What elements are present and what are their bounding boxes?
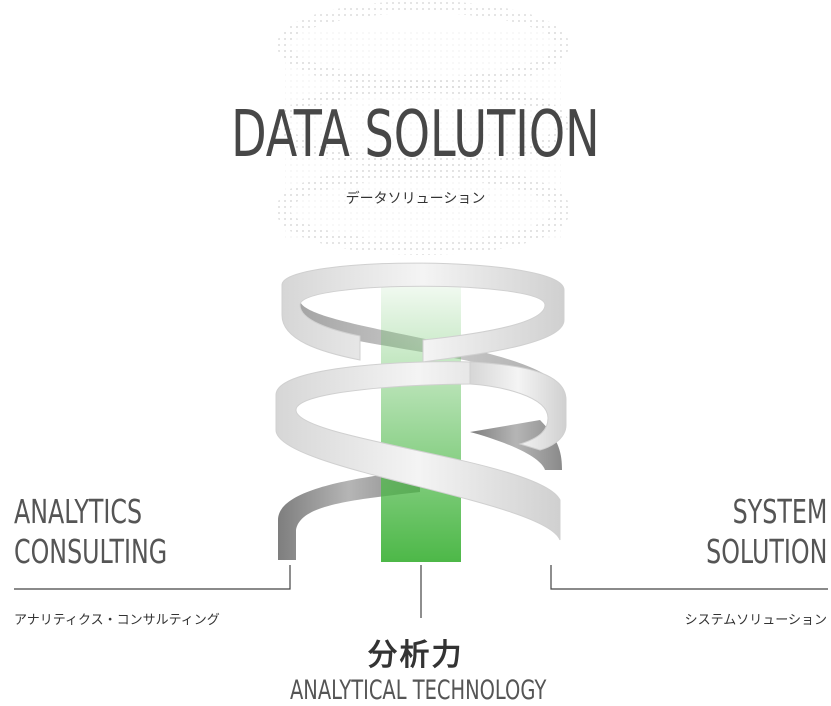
system-solution-line2: SOLUTION	[705, 532, 827, 571]
right-connector-line	[550, 565, 828, 590]
left-connector-line	[14, 565, 291, 590]
helix-front-ribbons	[275, 262, 567, 541]
system-solution-subtitle: システムソリューション	[684, 613, 827, 628]
analytics-consulting-line2: CONSULTING	[14, 532, 168, 571]
connector-lines	[14, 565, 828, 618]
system-solution-title: SYSTEM SOLUTION	[706, 492, 827, 572]
data-solution-subtitle: データソリューション	[345, 191, 486, 207]
analytical-technology-column	[381, 262, 461, 562]
system-solution-line1: SYSTEM	[732, 492, 827, 531]
dotted-cylinder	[276, 1, 570, 255]
analytical-technology-label: ANALYTICAL TECHNOLOGY	[289, 675, 547, 706]
analytics-consulting-line1: ANALYTICS	[14, 492, 143, 531]
data-solution-title: DATA SOLUTION	[231, 98, 600, 172]
analytics-consulting-title: ANALYTICS CONSULTING	[14, 492, 167, 572]
analytical-power-label: 分析力	[367, 638, 464, 673]
analytics-consulting-subtitle: アナリティクス・コンサルティング	[14, 613, 220, 628]
